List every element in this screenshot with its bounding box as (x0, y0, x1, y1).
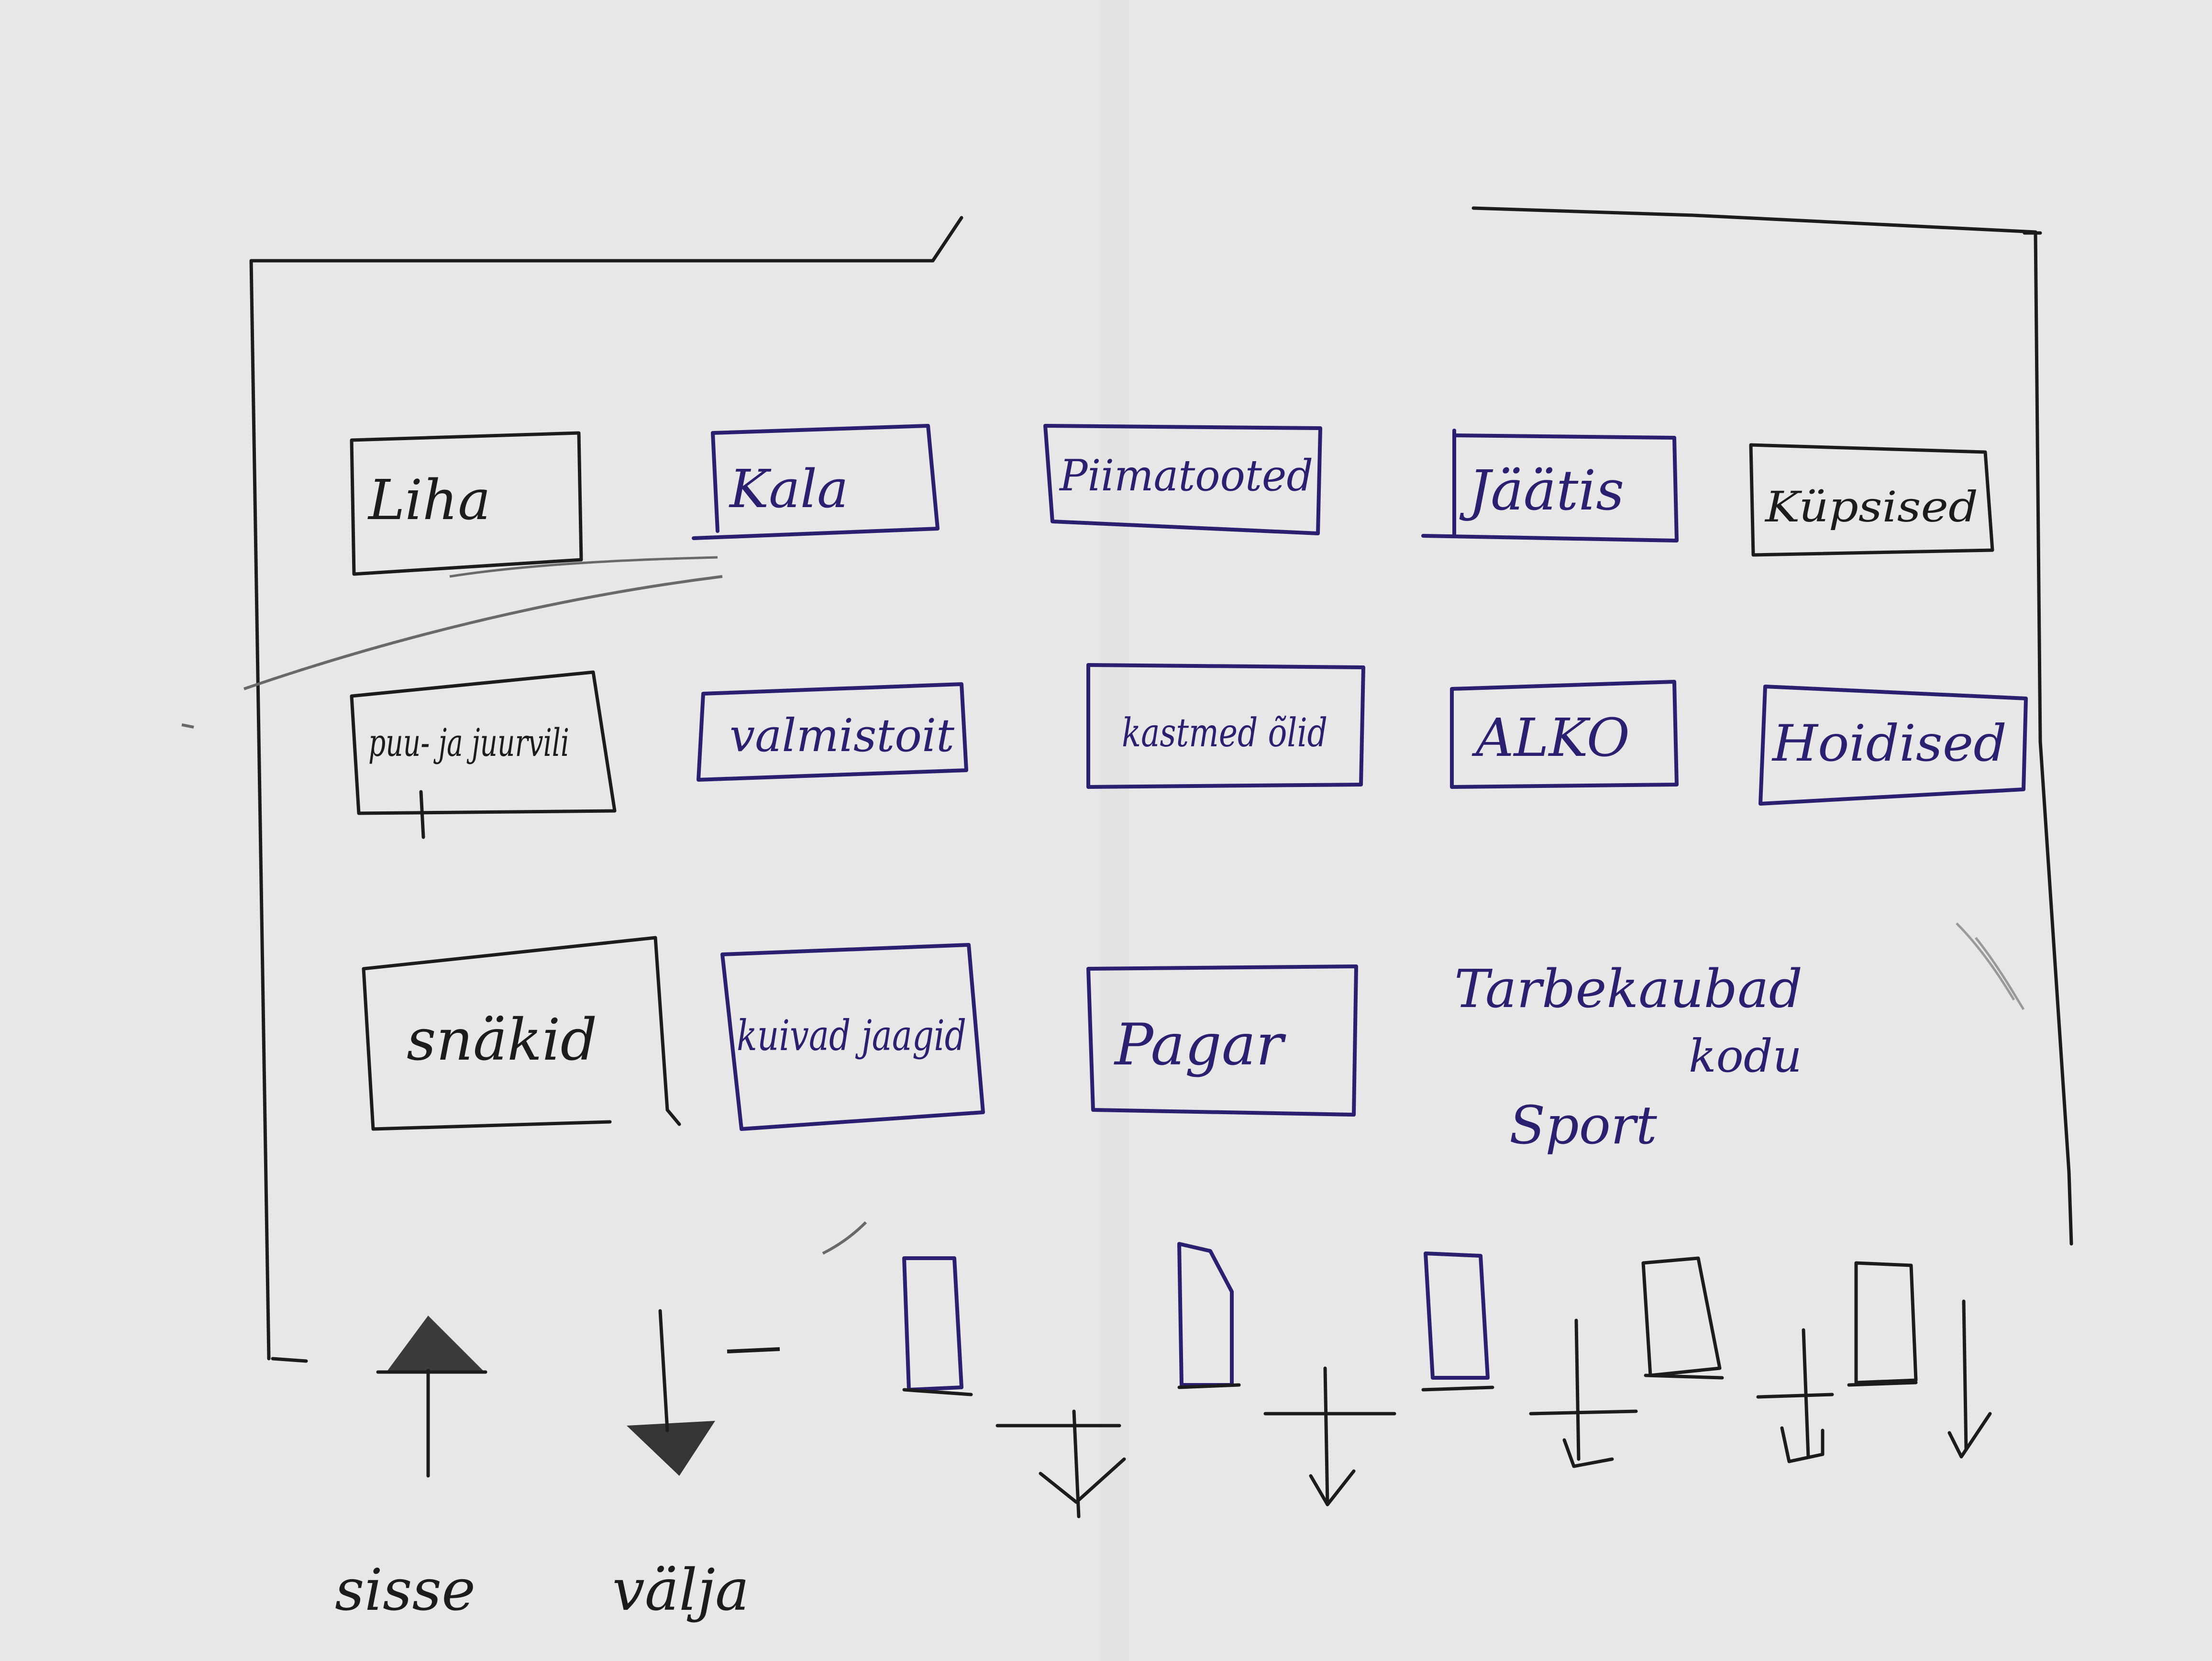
checkout-counter-3 (1421, 1251, 1494, 1392)
section-label-kala: Kala (729, 458, 849, 520)
section-label-kupsised: Küpsised (1764, 482, 1978, 532)
section-box-piimatooted: Piimatooted (1043, 424, 1322, 535)
checkout-lane-arrow-4-icon (1756, 1328, 1834, 1463)
section-label-piimatooted: Piimatooted (1059, 451, 1313, 501)
section-box-jaatis: Jäätis (1421, 429, 1679, 543)
section-label-valmistoit: valmistoit (730, 709, 955, 762)
section-label-liha: Liha (367, 468, 491, 532)
section-box-puu-ja-juurvili: puu- ja juurvili (350, 670, 617, 839)
entrance-arrow-up-icon (376, 1316, 487, 1478)
exit-arrow-down-icon (627, 1309, 715, 1476)
entrance-in-label: sisse (335, 1557, 476, 1624)
section-label-kastmed-olid: kastmed õlid (1122, 710, 1327, 756)
unboxed-label-sport: Sport (1509, 1095, 1658, 1156)
section-box-kupsised: Küpsised (1749, 443, 1994, 557)
unboxed-label-tarbekaubad: Tarbekaubad (1454, 958, 1803, 1019)
section-box-alko: ALKO (1450, 680, 1679, 789)
section-label-jaatis: Jäätis (1459, 459, 1624, 523)
section-label-snakid: snäkid (407, 1007, 597, 1074)
section-label-puu-ja-juurvili: puu- ja juurvili (368, 720, 569, 765)
unboxed-label-kodu: kodu (1689, 1030, 1802, 1083)
checkout-counter-1 (902, 1256, 973, 1396)
stray-marks (181, 556, 2025, 1353)
section-box-valmistoit: valmistoit (697, 682, 968, 782)
checkout-lane-arrow-3-icon (1529, 1318, 1638, 1468)
section-label-hoidised: Hoidised (1771, 714, 2007, 773)
section-box-kastmed-olid: kastmed õlid (1086, 663, 1365, 789)
checkout-lane-arrow-1-icon (995, 1409, 1126, 1518)
section-box-snakid: snäkid (362, 936, 681, 1131)
section-box-liha: Liha (350, 431, 583, 576)
checkout-lane-arrow-2-icon (1263, 1366, 1396, 1506)
checkout-counter-4 (1641, 1256, 1724, 1380)
section-box-kala: Kala (692, 424, 940, 540)
section-box-hoidised: Hoidised (1759, 685, 2028, 806)
checkout-counter-5 (1847, 1261, 1918, 1387)
section-label-pagar: Pagar (1114, 1012, 1286, 1078)
exit-lane-arrow-icon (1947, 1299, 1992, 1459)
section-label-alko: ALKO (1471, 707, 1630, 768)
exit-out-label: välja (612, 1557, 749, 1624)
checkout-counter-2 (1177, 1242, 1241, 1389)
store-outline (249, 206, 2073, 1363)
section-label-kuivad-jaagid: kuivad jaagid (737, 1011, 966, 1060)
section-box-kuivad-jaagid: kuivad jaagid (720, 943, 985, 1131)
section-box-pagar: Pagar (1086, 964, 1358, 1117)
